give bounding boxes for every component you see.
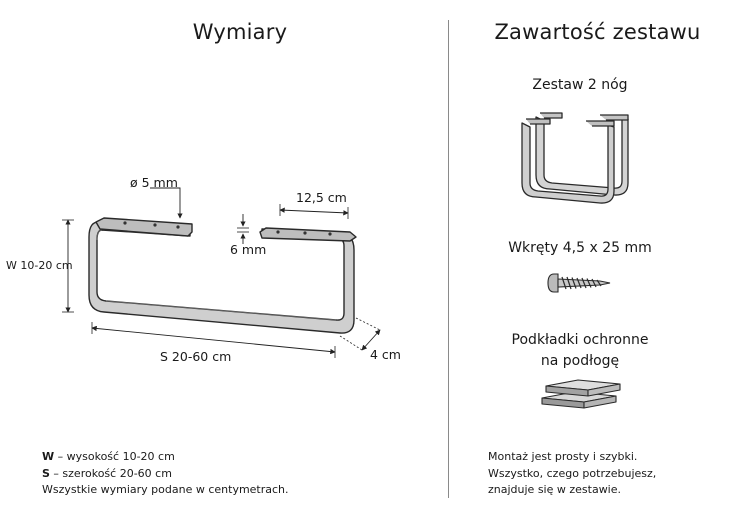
floor-pads-label-line1: Podkładki ochronne	[511, 332, 649, 348]
depth-label: 4 cm	[370, 347, 401, 362]
metal-leg-shape	[88, 217, 357, 334]
footer-line-2: Wszystko, czego potrzebujesz,	[488, 466, 657, 480]
floor-pads-label-line2: na podłogę	[540, 353, 620, 369]
dimension-notes: W – wysokość 10-20 cm S – szerokość 20-6…	[42, 449, 289, 499]
dimensions-title: Wymiary	[192, 20, 288, 44]
floor-pads-illustration	[541, 379, 621, 409]
floor-pads-label: Podkładki ochronne na podłogę	[480, 330, 680, 372]
width-label: S 20-60 cm	[160, 349, 232, 364]
legs-pair-illustration	[521, 112, 629, 204]
thickness-label: 6 mm	[230, 242, 267, 257]
screw-icon	[547, 273, 611, 293]
plate-width-label: 12,5 cm	[296, 190, 347, 205]
height-note: – wysokość 10-20 cm	[54, 450, 175, 463]
width-note: – szerokość 20-60 cm	[49, 466, 172, 480]
height-key: W	[42, 450, 55, 463]
kit-contents-title: Zawartość zestawu	[494, 20, 701, 44]
legs-set-label: Zestaw 2 nóg	[532, 77, 628, 93]
hole-diameter-label: ø 5 mm	[130, 175, 178, 190]
units-note: Wszystkie wymiary podane w centymetrach.	[42, 483, 289, 496]
vertical-divider	[448, 20, 449, 498]
footer-line-3: znajduje się w zestawie.	[488, 483, 622, 496]
width-key: S	[42, 466, 50, 480]
footer-line-1: Montaż jest prosty i szybki.	[488, 450, 638, 463]
screws-label: Wkręty 4,5 x 25 mm	[508, 240, 652, 256]
height-label: W 10-20 cm	[6, 259, 73, 272]
leg-diagram	[62, 187, 381, 358]
kit-footer-notes: Montaż jest prosty i szybki. Wszystko, c…	[488, 449, 656, 499]
